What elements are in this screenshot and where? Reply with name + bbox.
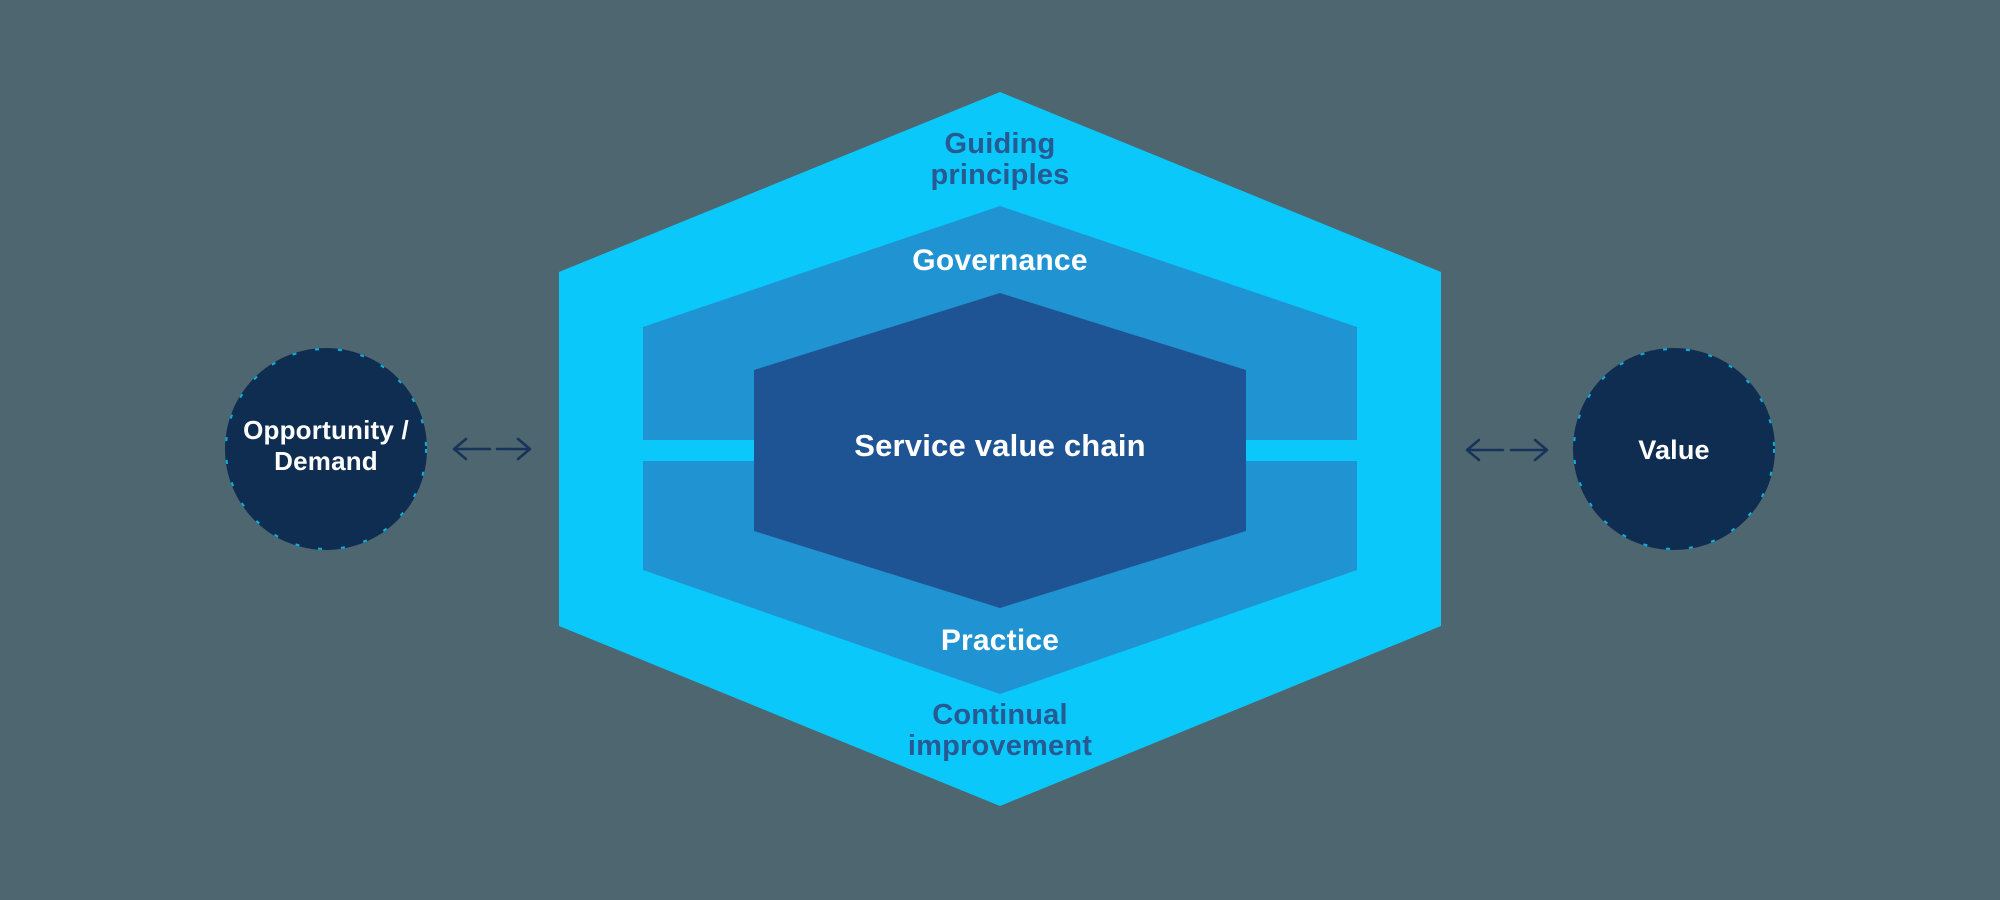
- continual-improvement-line2: improvement: [907, 730, 1093, 762]
- guiding-principles-label: Guiding principles: [931, 129, 1070, 191]
- value-label: Value: [1638, 435, 1710, 465]
- opportunity-demand-circle-dashed-edge: [225, 348, 427, 550]
- inner-hexagon: [754, 293, 1246, 608]
- guiding-principles-line1: Guiding: [944, 128, 1056, 160]
- continual-improvement-line1: Continual: [932, 699, 1068, 731]
- flow-gap-right: [1245, 440, 1357, 461]
- flow-gap-left: [643, 440, 755, 461]
- opportunity-demand-label: Opportunity / Demand: [243, 415, 409, 477]
- arrow-right-icon: [1509, 438, 1549, 462]
- continual-improvement-label: Continual improvement: [908, 700, 1092, 762]
- service-value-chain-label: Service value chain: [854, 428, 1146, 463]
- arrow-left-icon: [1465, 438, 1505, 462]
- value-circle: [1573, 348, 1775, 550]
- opportunity-demand-line2: Demand: [274, 446, 378, 476]
- arrow-left-icon: [452, 437, 492, 461]
- practice-label: Practice: [940, 624, 1060, 657]
- arrow-right-icon: [495, 437, 532, 461]
- opportunity-demand-circle: [225, 348, 427, 550]
- governance-label: Governance: [912, 244, 1088, 277]
- value-circle-dashed-edge: [1573, 348, 1775, 550]
- left-arrows-group: [452, 437, 532, 461]
- right-arrows-group: [1465, 438, 1549, 462]
- opportunity-demand-line1: Opportunity /: [243, 415, 409, 445]
- guiding-principles-line2: principles: [930, 159, 1070, 191]
